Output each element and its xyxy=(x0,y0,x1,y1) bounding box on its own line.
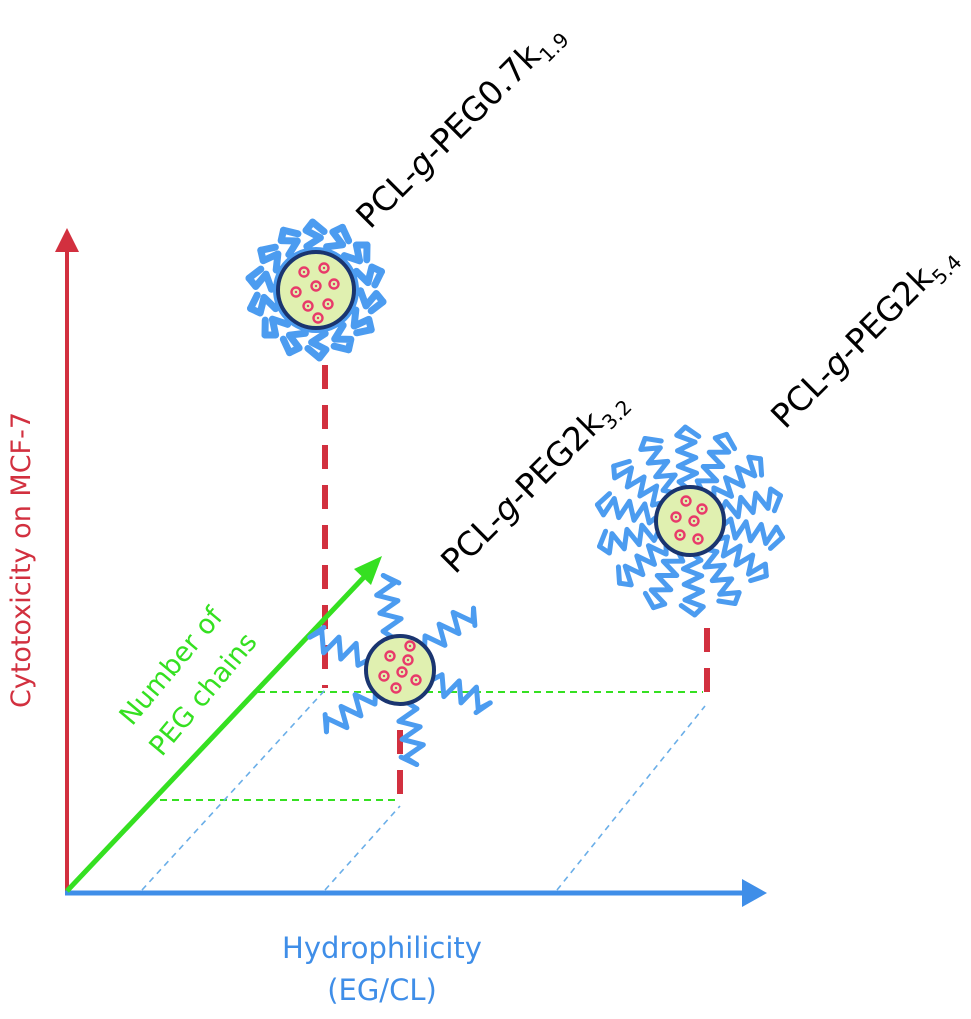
peg-axis xyxy=(65,573,368,893)
drug-molecules xyxy=(290,262,340,324)
axis-labels: Cytotoxicity on MCF-7 Hydrophilicity (EG… xyxy=(6,412,482,1007)
drug-dot xyxy=(696,503,708,515)
drug-dot xyxy=(310,280,322,292)
drug-dot xyxy=(312,312,324,324)
drug-dot xyxy=(318,262,330,274)
peg-chain xyxy=(597,522,662,556)
peg-chain xyxy=(307,624,373,668)
peg-chains xyxy=(594,424,786,618)
peg-chain xyxy=(711,454,765,503)
axes xyxy=(55,228,767,907)
drug-dot xyxy=(322,298,334,310)
drug-molecules xyxy=(670,495,708,545)
label-peg2k-5-4: PCL-g-PEG2k5.4 xyxy=(763,236,966,439)
drug-dot xyxy=(674,529,686,541)
x-axis-label-line2: (EG/CL) xyxy=(327,973,437,1007)
micelle-peg2k-5-4 xyxy=(594,424,786,618)
y-axis-label: Cytotoxicity on MCF-7 xyxy=(6,412,37,708)
drop-lines xyxy=(322,365,710,805)
drug-dot xyxy=(390,682,402,694)
peg-chain xyxy=(694,431,738,495)
drug-molecules xyxy=(378,640,422,694)
peg-chain xyxy=(702,546,742,607)
peg-chain xyxy=(322,688,378,735)
drug-dot xyxy=(670,511,682,523)
drug-dot xyxy=(378,670,390,682)
peg-chain xyxy=(718,486,783,520)
guide-lines xyxy=(141,689,706,891)
x-axis-label-line1: Hydrophilicity xyxy=(282,931,482,965)
drug-dot xyxy=(396,666,408,678)
peg-chain xyxy=(615,539,669,588)
peg-chains xyxy=(245,218,387,362)
hydrophobic-core xyxy=(364,634,436,706)
peg-chain xyxy=(374,572,404,641)
peg-chain xyxy=(719,516,786,551)
guide-blue-2 xyxy=(324,805,401,891)
peg-chain xyxy=(611,458,667,508)
drug-dot xyxy=(404,640,416,652)
drug-dot xyxy=(328,278,340,290)
drug-dot xyxy=(290,286,302,298)
drug-dot xyxy=(688,515,700,527)
x-axis-arrowhead xyxy=(742,879,767,907)
peg-chain xyxy=(594,491,661,526)
peg-chains xyxy=(307,572,493,768)
micelle-peg0-7k-1-9 xyxy=(245,218,387,362)
peg-axis-arrowhead xyxy=(354,556,382,585)
y-axis-arrowhead xyxy=(55,228,79,252)
peg-chain xyxy=(674,424,702,492)
peg-chain xyxy=(427,672,493,716)
drug-dot xyxy=(692,533,704,545)
peg-chain xyxy=(678,550,706,618)
drug-dot xyxy=(680,495,692,507)
drug-dot xyxy=(402,654,414,666)
peg-chain xyxy=(422,605,478,652)
guide-blue-1 xyxy=(141,689,326,891)
peg-chain xyxy=(713,534,769,584)
micelle-peg2k-3-2 xyxy=(307,572,493,768)
label-peg0-7k-1-9: PCL-g-PEG0.7k1.9 xyxy=(348,13,574,239)
peg-chain xyxy=(638,435,678,496)
drug-dot xyxy=(302,300,314,312)
peg-chain xyxy=(642,547,686,611)
drug-dot xyxy=(410,674,422,686)
micelle-labels: PCL-g-PEG0.7k1.9 PCL-g-PEG2k3.2 PCL-g-PE… xyxy=(348,13,966,581)
guide-blue-3 xyxy=(556,705,706,891)
drug-dot xyxy=(384,650,396,662)
peg-chain xyxy=(396,699,426,768)
drug-dot xyxy=(298,266,310,278)
